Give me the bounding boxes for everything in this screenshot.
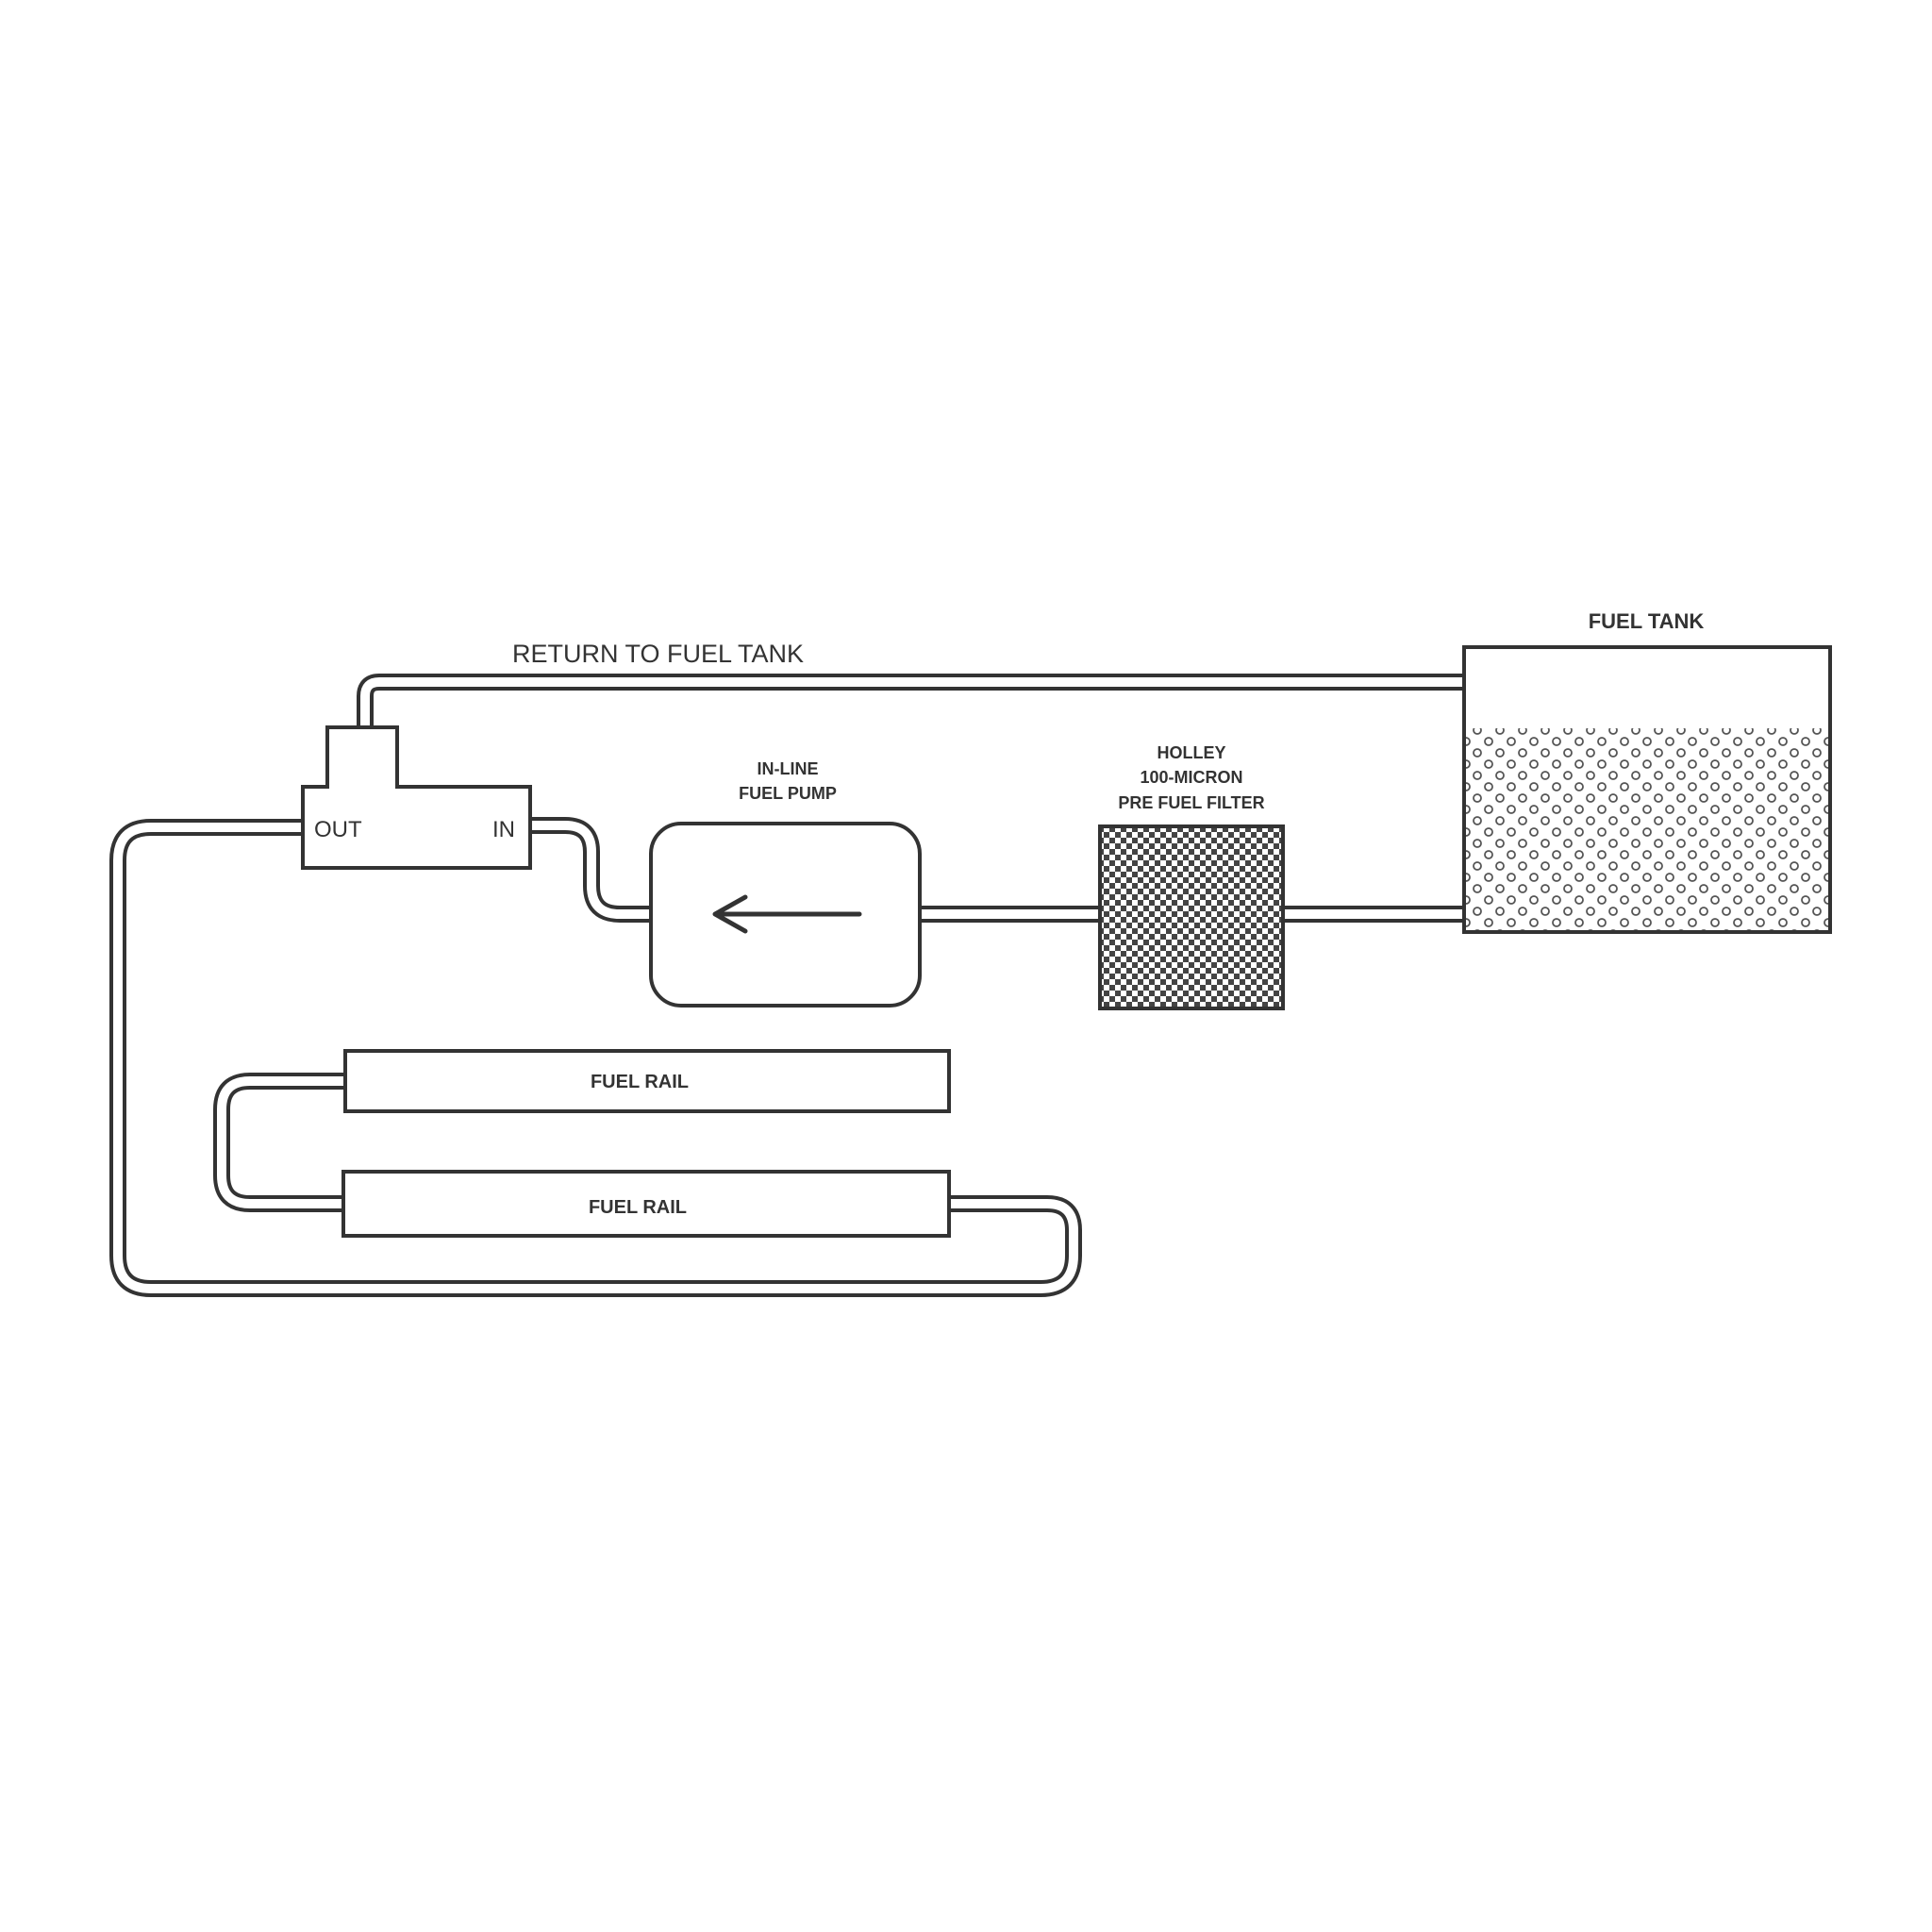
fuel-pressure-regulator: OUT IN <box>301 725 532 870</box>
fuel-tank-label: FUEL TANK <box>1589 609 1705 633</box>
regulator-to-rail-line <box>109 819 1082 1297</box>
regulator-in-label: IN <box>492 817 515 842</box>
pump-to-regulator-line <box>530 817 651 923</box>
fuel-rail-lower: FUEL RAIL <box>341 1170 951 1238</box>
rail-crossover-line <box>213 1073 345 1212</box>
fuel-rail-lower-label: FUEL RAIL <box>589 1197 687 1218</box>
filter-label-line1: HOLLEY <box>1157 743 1225 762</box>
fuel-rail-upper: FUEL RAIL <box>343 1049 951 1113</box>
fuel-level <box>1466 728 1828 930</box>
fuel-tank: FUEL TANK <box>1462 609 1832 934</box>
pump-label-line2: FUEL PUMP <box>739 784 837 803</box>
return-line <box>357 674 1464 731</box>
pump-label-line1: IN-LINE <box>758 759 819 778</box>
filter-label-line3: PRE FUEL FILTER <box>1118 793 1264 812</box>
fuel-filter: HOLLEY 100-MICRON PRE FUEL FILTER <box>1098 743 1285 1010</box>
fuel-rail-upper-label: FUEL RAIL <box>591 1072 689 1092</box>
fuel-pump: IN-LINE FUEL PUMP <box>649 759 922 1008</box>
filter-label-line2: 100-MICRON <box>1140 768 1242 787</box>
flow-direction-arrow-icon <box>712 894 862 934</box>
return-line-label: RETURN TO FUEL TANK <box>512 640 804 668</box>
regulator-out-label: OUT <box>314 817 362 842</box>
